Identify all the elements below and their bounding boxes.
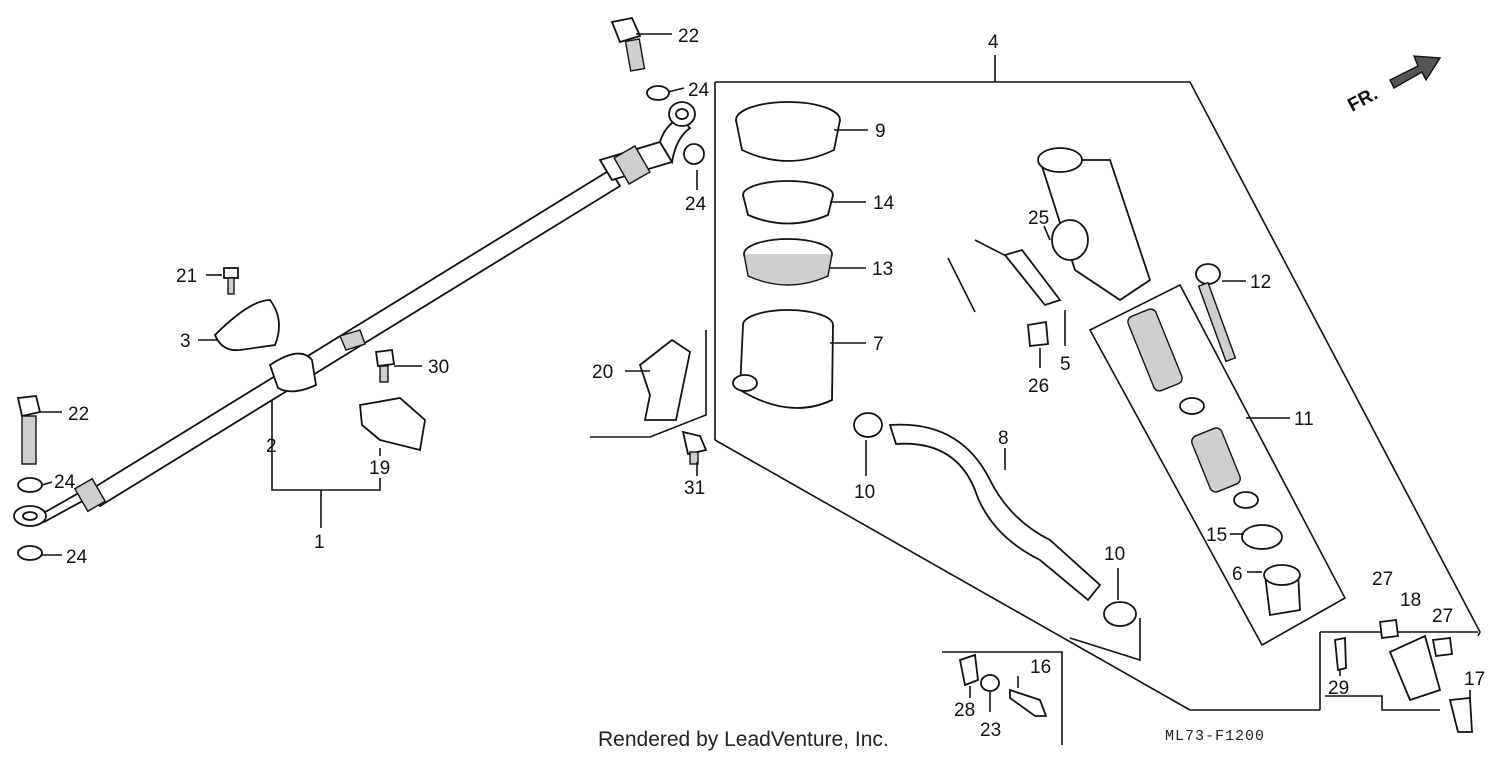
callouts: 1 2 3 4 5 6 7 8 9 10 10 11 12 13 14 15 1… bbox=[54, 26, 1485, 741]
callout-10b[interactable]: 10 bbox=[1104, 544, 1125, 565]
callout-24d[interactable]: 24 bbox=[66, 547, 88, 568]
callout-29[interactable]: 29 bbox=[1328, 678, 1349, 699]
callout-1[interactable]: 1 bbox=[314, 532, 325, 553]
callout-4[interactable]: 4 bbox=[988, 32, 999, 53]
callout-21[interactable]: 21 bbox=[176, 266, 197, 287]
master-cylinder-body bbox=[1003, 147, 1237, 363]
assembly-11-outline bbox=[1088, 283, 1347, 647]
callout-13[interactable]: 13 bbox=[872, 259, 893, 280]
callout-23[interactable]: 23 bbox=[980, 720, 1001, 741]
callout-26[interactable]: 26 bbox=[1028, 376, 1049, 397]
callout-14[interactable]: 14 bbox=[873, 193, 895, 214]
callout-8[interactable]: 8 bbox=[998, 428, 1009, 449]
leader-lines bbox=[40, 33, 1471, 712]
callout-3[interactable]: 3 bbox=[180, 331, 191, 352]
callout-6[interactable]: 6 bbox=[1232, 564, 1243, 585]
callout-27b[interactable]: 27 bbox=[1432, 606, 1453, 627]
callout-10a[interactable]: 10 bbox=[854, 482, 875, 503]
callout-11[interactable]: 11 bbox=[1294, 409, 1314, 430]
callout-22a[interactable]: 22 bbox=[678, 26, 699, 47]
callout-22b[interactable]: 22 bbox=[68, 404, 89, 425]
callout-30[interactable]: 30 bbox=[428, 357, 449, 378]
callout-24a[interactable]: 24 bbox=[688, 80, 710, 101]
reservoir-parts bbox=[732, 101, 841, 409]
assembly-4-outline bbox=[714, 55, 1481, 711]
callout-16[interactable]: 16 bbox=[1030, 657, 1051, 678]
piston-kit-11 bbox=[1127, 308, 1301, 617]
callout-15[interactable]: 15 bbox=[1206, 525, 1227, 546]
front-direction-label: FR. bbox=[1344, 84, 1381, 117]
callout-12[interactable]: 12 bbox=[1250, 272, 1271, 293]
callout-18[interactable]: 18 bbox=[1400, 590, 1421, 611]
diagram-code: ML73-F1200 bbox=[1165, 728, 1266, 745]
parts-left bbox=[16, 16, 708, 561]
callout-31[interactable]: 31 bbox=[684, 478, 705, 499]
callout-24b[interactable]: 24 bbox=[685, 194, 707, 215]
reservoir-hose-8 bbox=[853, 412, 1137, 627]
callout-5[interactable]: 5 bbox=[1060, 354, 1071, 375]
callout-19[interactable]: 19 bbox=[369, 458, 390, 479]
callout-25[interactable]: 25 bbox=[1028, 208, 1049, 229]
callout-17[interactable]: 17 bbox=[1464, 669, 1485, 690]
callout-2[interactable]: 2 bbox=[266, 436, 277, 457]
callout-24c[interactable]: 24 bbox=[54, 472, 76, 493]
brake-hose-1 bbox=[13, 101, 696, 527]
parts-right bbox=[958, 618, 1473, 733]
front-direction-arrow: FR. bbox=[1344, 55, 1442, 117]
credit-text: Rendered by LeadVenture, Inc. bbox=[598, 728, 889, 751]
callout-7[interactable]: 7 bbox=[873, 334, 884, 355]
callout-28[interactable]: 28 bbox=[954, 700, 975, 721]
callout-20[interactable]: 20 bbox=[592, 362, 613, 383]
callout-9[interactable]: 9 bbox=[875, 121, 886, 142]
callout-27a[interactable]: 27 bbox=[1372, 569, 1393, 590]
